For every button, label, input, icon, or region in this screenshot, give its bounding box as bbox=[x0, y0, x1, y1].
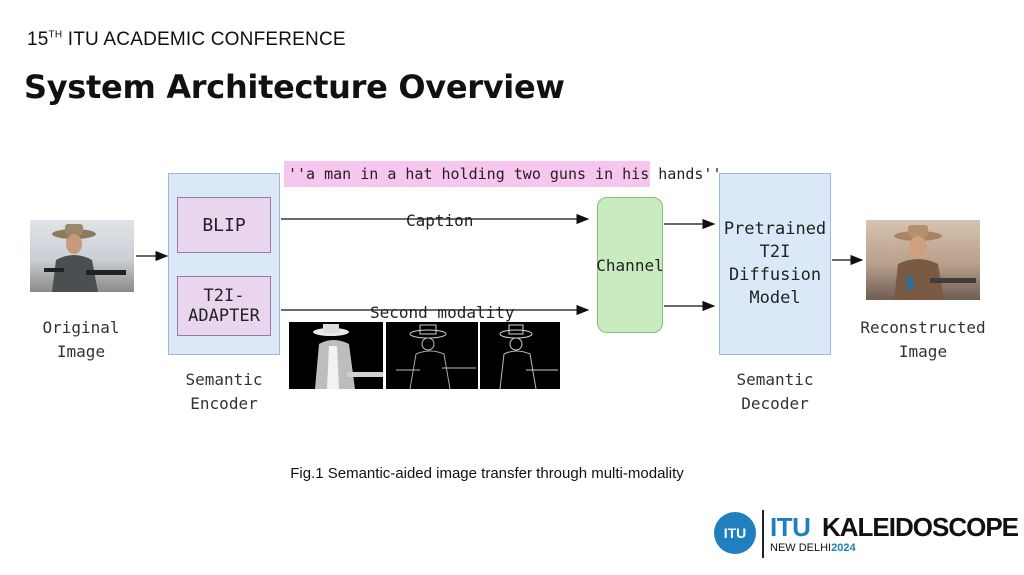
reconstructed-image-label: Reconstructed Image bbox=[858, 316, 988, 364]
decoder-box-line3: Model bbox=[749, 288, 801, 308]
conference-name: ITU ACADEMIC CONFERENCE bbox=[62, 29, 346, 50]
depth-silhouette-icon bbox=[313, 324, 383, 389]
edge-map-image bbox=[386, 322, 478, 389]
sketch-outline-icon bbox=[499, 324, 558, 389]
original-image-label: Original Image bbox=[34, 316, 128, 364]
logo-kaleidoscope-text: KALEIDOSCOPE bbox=[822, 512, 1019, 542]
blip-box: BLIP bbox=[177, 197, 271, 253]
figure-caption: Fig.1 Semantic-aided image transfer thro… bbox=[290, 465, 684, 482]
edge-outline-icon bbox=[396, 324, 476, 389]
logo-divider bbox=[762, 510, 764, 558]
reconstructed-image bbox=[866, 220, 980, 300]
itu-kaleidoscope-logo: ITU ITU KALEIDOSCOPE NEW DELHI2024 bbox=[714, 510, 1019, 560]
conference-ordinal: TH bbox=[48, 29, 63, 41]
decoder-label-line2: Decoder bbox=[741, 394, 809, 413]
decoder-box-line1: Pretrained bbox=[723, 219, 827, 239]
second-modality-edge-label: Second modality bbox=[370, 303, 515, 322]
sketch-map-image bbox=[480, 322, 560, 389]
caption-edge-label: Caption bbox=[406, 211, 474, 230]
reconstructed-label-line2: Image bbox=[898, 342, 948, 361]
t2i-line2: ADAPTER bbox=[188, 306, 260, 326]
t2i-adapter-box: T2I- ADAPTER bbox=[177, 276, 271, 336]
reconstructed-label-line1: Reconstructed bbox=[860, 318, 986, 337]
reconstructed-cowboy-icon bbox=[894, 225, 976, 300]
decoder-box-line2: T2I Diffusion bbox=[728, 242, 822, 285]
logo-itu-text: ITU bbox=[770, 512, 811, 542]
depth-map-image bbox=[289, 322, 383, 389]
caption-quote: ''a man in a hat holding two guns in his… bbox=[284, 161, 721, 187]
original-label-line2: Image bbox=[56, 342, 106, 361]
diffusion-model-box: Pretrained T2I Diffusion Model bbox=[719, 173, 831, 355]
cowboy-figure-icon bbox=[44, 224, 126, 292]
original-image bbox=[30, 220, 134, 292]
itu-globe-icon: ITU bbox=[714, 512, 756, 554]
semantic-decoder-label: Semantic Decoder bbox=[716, 368, 834, 416]
encoder-label-line1: Semantic bbox=[185, 370, 263, 389]
slide-title: System Architecture Overview bbox=[24, 68, 565, 106]
logo-location: NEW DELHI2024 bbox=[770, 542, 856, 554]
decoder-label-line1: Semantic bbox=[736, 370, 814, 389]
channel-box: Channel bbox=[596, 197, 664, 333]
conference-header: 15TH ITU ACADEMIC CONFERENCE bbox=[27, 29, 346, 51]
conference-number: 15 bbox=[27, 29, 49, 50]
semantic-encoder-label: Semantic Encoder bbox=[166, 368, 282, 416]
t2i-line1: T2I- bbox=[203, 286, 245, 306]
logo-year: 2024 bbox=[831, 542, 856, 554]
encoder-label-line2: Encoder bbox=[190, 394, 258, 413]
logo-city: NEW DELHI bbox=[770, 542, 832, 554]
original-label-line1: Original bbox=[42, 318, 120, 337]
